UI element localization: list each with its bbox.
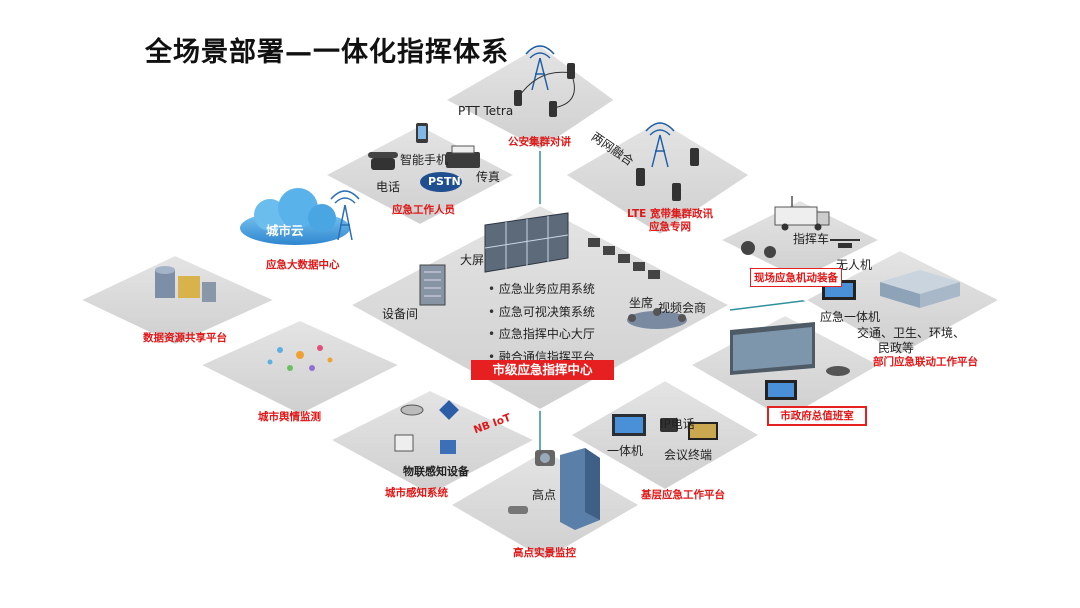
tile-lte [563,118,752,237]
highrise-building-icon [560,448,600,530]
highpoint-label: 高点 [532,488,557,502]
command-center-label: 市级应急指挥中心 [471,360,614,380]
all-in-one-terminal-icon [612,414,646,436]
radio-tower-icon [525,45,555,91]
duty-terminal-icon [765,380,797,400]
tile-iot [327,388,538,497]
city-cloud-label: 城市云 [266,223,304,238]
command-vehicle-label: 指挥车 [793,232,830,246]
radio-link-line [517,71,575,109]
conf-terminal-label: 会议终端 [664,448,713,462]
dept-desc-line2: 民政等 [878,341,915,355]
highpoint-monitor-label: 高点实景监控 [513,547,576,559]
dept-building-icon [880,270,960,308]
video-conf-label: 视频会商 [658,301,707,315]
dept-platform-label: 部门应急联动工作平台 [873,356,978,368]
command-vehicle-icon [774,196,830,231]
ip-phone-icon [660,418,678,432]
function-item: 应急可视决策系统 [488,301,595,324]
conference-table-icon [627,308,687,329]
function-item: 应急业务应用系统 [488,278,595,301]
center-function-list: 应急业务应用系统 应急可视决策系统 应急指挥中心大厅 融合通信指挥平台 [488,278,595,368]
bullet-camera-icon [508,506,528,514]
iot-device-label: 物联感知设备 [403,465,469,478]
telephone-label: 电话 [376,180,401,194]
video-wall-label: 大屏 [460,253,485,267]
all-in-one-label: 一体机 [607,444,644,458]
tile-data-share [77,253,278,347]
database-icon [155,266,216,302]
opinion-monitor-label: 城市舆情监测 [258,411,321,423]
page-title: 全场景部署—一体化指挥体系 [145,37,509,68]
ptt-tetra-label: PTT Tetra [458,104,514,118]
pstn-label: PSTN [428,175,461,188]
data-share-label: 数据资源共享平台 [143,332,227,344]
basic-platform-label: 基层应急工作平台 [641,489,725,501]
city-sensing-label: 城市感知系统 [385,487,448,499]
cloud-icon [240,188,350,245]
pstn-icon [420,172,462,192]
tile-basic-platform [568,378,762,492]
equipment-room-label: 设备间 [382,307,419,321]
drone-icon [830,239,860,248]
dept-desc-line1: 交通、卫生、环境、 [857,326,966,340]
lte-terminal-icon [636,148,699,201]
fax-icon [446,145,480,168]
field-gear-icon [741,241,776,258]
big-data-center-label: 应急大数据中心 [266,259,340,271]
field-equipment-label: 现场应急机动装备 [750,268,842,287]
ptz-camera-icon [535,450,555,466]
smartphone-icon [416,123,428,143]
lte-label: LTE 宽带集群政讯 应急专网 [627,208,713,233]
sensor-devices-icon [394,400,459,454]
function-item: 应急指挥中心大厅 [488,323,595,346]
seats-label: 坐席 [629,296,654,310]
police-trunking-label: 公安集群对讲 [508,136,571,148]
connector-lines [539,150,811,450]
drone-label: 无人机 [836,258,873,272]
tile-opinion-monitor [197,318,403,417]
opinion-graph-icon [267,345,333,371]
antenna-tower-icon [330,190,360,241]
gov-duty-label: 市政府总值班室 [767,406,867,426]
seat-monitors-icon [588,238,660,279]
conference-terminal-icon [688,422,718,440]
fax-label: 传真 [476,170,501,184]
smartphone-label: 智能手机 [400,153,449,167]
camera-conf-icon [826,366,850,376]
duty-room-screen-icon [730,322,815,375]
server-rack-icon [419,264,446,306]
telephone-icon [368,152,398,170]
video-wall-icon [484,212,569,273]
lte-tower-icon [645,122,675,168]
emergency-staff-label: 应急工作人员 [392,204,455,216]
dept-all-in-one-label: 应急一体机 [820,310,881,324]
ip-phone-label: IP电话 [660,417,695,431]
